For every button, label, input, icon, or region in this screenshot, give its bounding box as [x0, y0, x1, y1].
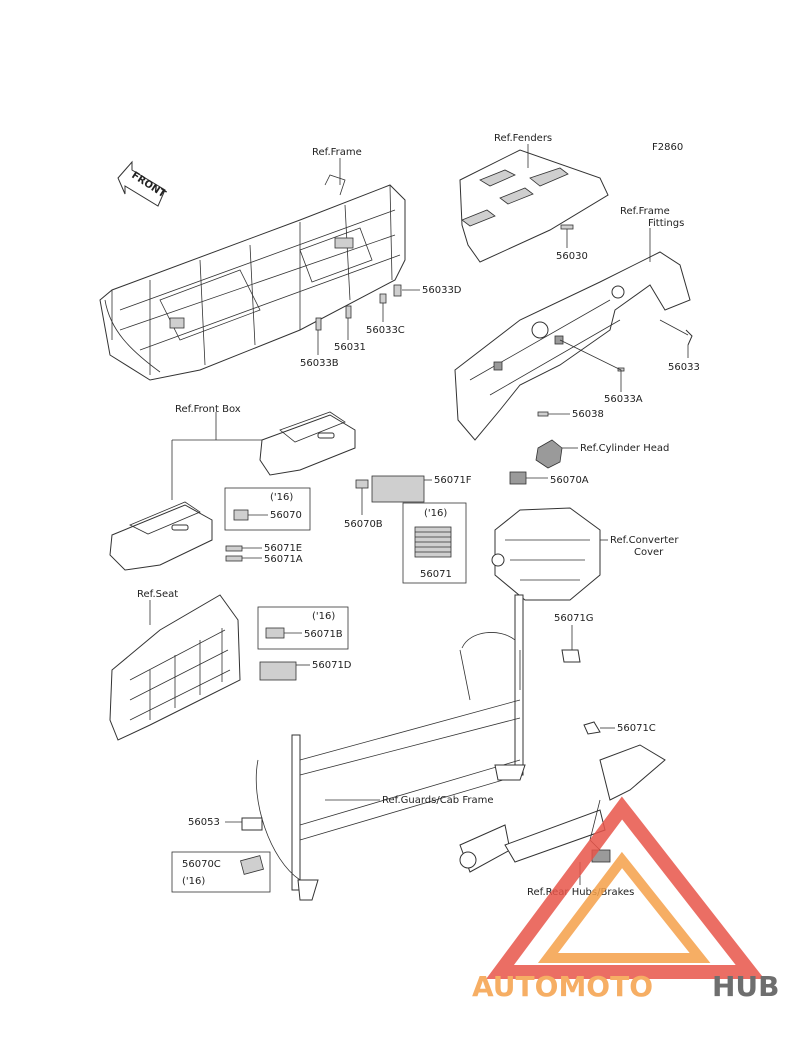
- part-56071F-decal: [371, 475, 425, 503]
- part-56071A-decal: [225, 555, 243, 562]
- ref-frame-label: Ref.Frame: [312, 147, 362, 158]
- year-note-56070C: ('16): [182, 876, 205, 887]
- ref-cylinder-head-label: Ref.Cylinder Head: [580, 443, 669, 454]
- part-label-56053: 56053: [188, 817, 220, 828]
- rear-hubs-drawing: [459, 744, 666, 873]
- ref-converter-label-1: Ref.Converter: [610, 535, 679, 546]
- ref-frame-fittings-label-1: Ref.Frame: [620, 206, 670, 217]
- part-56070C-decal: [240, 855, 264, 875]
- year-box-56071: [402, 502, 467, 584]
- part-56070B-decal: [355, 479, 369, 489]
- part-56033D-decal: [393, 284, 402, 297]
- cylinder-head-drawing: [535, 411, 563, 469]
- fenders-drawing: [459, 149, 609, 263]
- ref-seat-label: Ref.Seat: [137, 589, 178, 600]
- year-note-56071B: ('16): [312, 611, 335, 622]
- part-label-56071G: 56071G: [554, 613, 594, 624]
- part-56031-decal: [345, 305, 352, 319]
- watermark-text-hub: HUB: [712, 970, 780, 1003]
- part-label-56033: 56033: [668, 362, 700, 373]
- automotohub-logo: AUTOMOTO HUB: [472, 796, 780, 1003]
- part-label-56071E: 56071E: [264, 543, 302, 554]
- part-label-56038: 56038: [572, 409, 604, 420]
- part-56071-decal: [414, 526, 452, 558]
- front-box-upper-drawing: [259, 411, 356, 476]
- part-label-56070C: 56070C: [182, 859, 221, 870]
- part-label-56033D: 56033D: [422, 285, 462, 296]
- part-label-56033B: 56033B: [300, 358, 339, 369]
- front-arrow-icon: FRONT: [117, 160, 168, 207]
- part-label-56030: 56030: [556, 251, 588, 262]
- part-label-56070: 56070: [270, 510, 302, 521]
- part-label-56070B: 56070B: [344, 519, 383, 530]
- watermark-text-automoto: AUTOMOTO: [472, 970, 653, 1003]
- part-56071G-decal: [561, 649, 581, 663]
- year-box-56070: [224, 487, 311, 531]
- ref-fenders-label: Ref.Fenders: [494, 133, 552, 144]
- ref-guards-label: Ref.Guards/Cab Frame: [382, 795, 494, 806]
- part-56071C-decal: [583, 721, 601, 735]
- part-label-56071A: 56071A: [264, 554, 303, 565]
- part-56071E-decal: [225, 545, 243, 552]
- part-label-56033C: 56033C: [366, 325, 405, 336]
- leader-lines: [149, 144, 689, 885]
- part-56071B-decal: [265, 627, 285, 639]
- part-56033B-decal: [315, 317, 322, 331]
- part-label-56031: 56031: [334, 342, 366, 353]
- part-56053-decal: [241, 817, 263, 831]
- year-box-56070C: [171, 851, 271, 893]
- year-note-56071: ('16): [424, 508, 447, 519]
- part-label-56033A: 56033A: [604, 394, 643, 405]
- part-label-56071D: 56071D: [312, 660, 352, 671]
- diagram-code: F2860: [652, 142, 683, 153]
- front-box-lower-drawing: [109, 501, 213, 571]
- part-56033C-decal: [379, 293, 387, 304]
- guards-cab-frame-drawing: [255, 594, 526, 901]
- part-label-56071F: 56071F: [434, 475, 472, 486]
- frame-drawing: [99, 174, 406, 381]
- part-56070-decal: [233, 509, 249, 521]
- ref-rear-hubs-label: Ref.Rear Hubs/Brakes: [527, 887, 634, 898]
- ref-front-box-label: Ref.Front Box: [175, 404, 241, 415]
- part-label-56071B: 56071B: [304, 629, 343, 640]
- part-label-56070A: 56070A: [550, 475, 589, 486]
- part-label-56071: 56071: [420, 569, 452, 580]
- part-56071D-decal: [259, 661, 297, 681]
- ref-converter-label-2: Cover: [634, 547, 664, 558]
- part-56030-decal: [560, 224, 574, 230]
- seat-drawing: [109, 594, 241, 741]
- part-label-56071C: 56071C: [617, 723, 656, 734]
- ref-frame-fittings-label-2: Fittings: [648, 218, 684, 229]
- converter-cover-drawing: [491, 471, 601, 601]
- year-note-56070: ('16): [270, 492, 293, 503]
- year-box-56071B: [257, 606, 349, 650]
